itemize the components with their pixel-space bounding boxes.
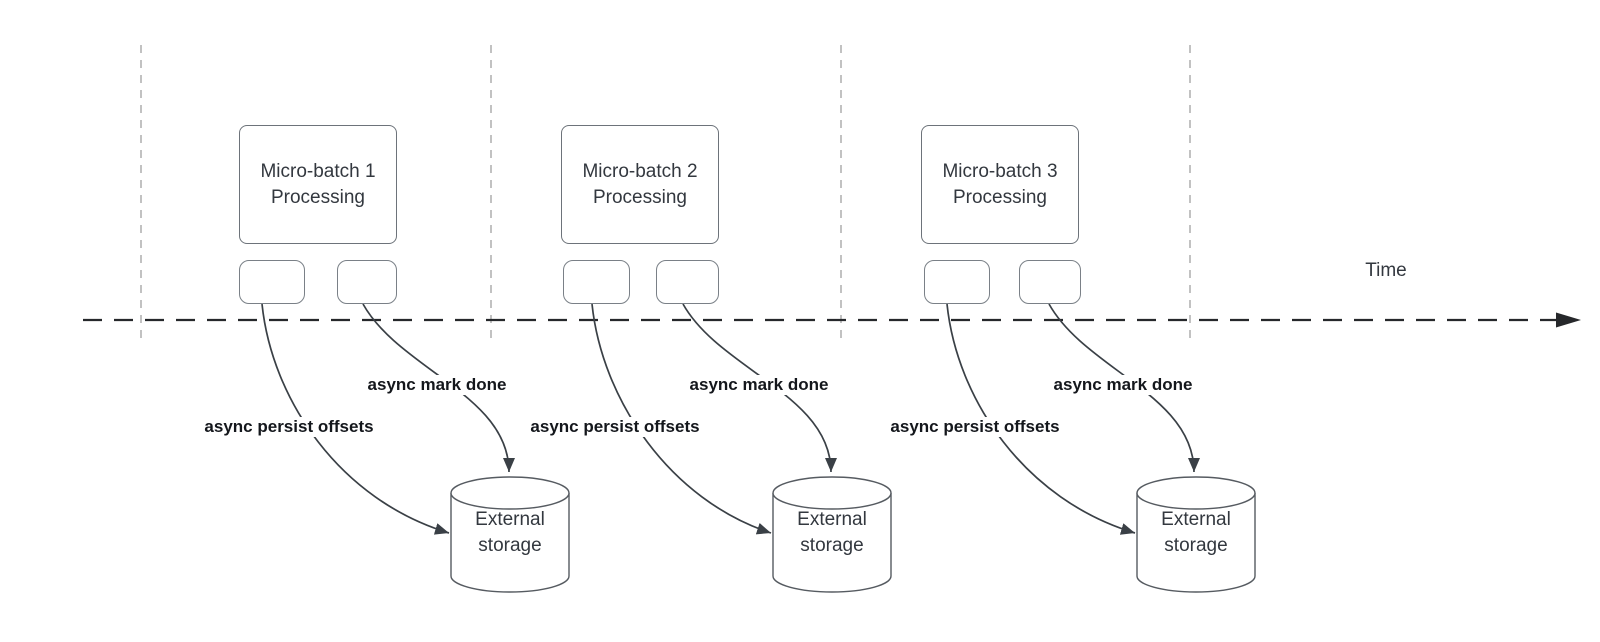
external-storage-cylinder-1 <box>450 476 570 593</box>
persist-offsets-edge-2 <box>591 303 772 535</box>
task-rect-3a <box>924 260 990 304</box>
mark-done-label-3: async mark done <box>1050 375 1196 395</box>
persist-offsets-label-1: async persist offsets <box>201 417 377 437</box>
external-storage-label-1: External storage <box>475 507 545 559</box>
task-rect-2b <box>656 260 719 304</box>
task-rect-2a <box>563 260 630 304</box>
micro-batch-1-title: Micro-batch 1 Processing <box>260 159 375 211</box>
micro-batch-3-box: Micro-batch 3 Processing <box>921 125 1079 244</box>
box-title-line1: Micro-batch 3 <box>942 160 1058 182</box>
box-title-line2: Processing <box>270 186 365 208</box>
task-rect-3b <box>1019 260 1081 304</box>
box-title-line2: Processing <box>592 186 687 208</box>
storage-line1: External <box>1161 509 1231 530</box>
box-title-line1: Micro-batch 1 <box>260 160 376 182</box>
task-rect-1a <box>239 260 305 304</box>
micro-batch-1-box: Micro-batch 1 Processing <box>239 125 397 244</box>
storage-line2: storage <box>478 535 542 556</box>
mark-done-label-1: async mark done <box>364 375 510 395</box>
storage-line1: External <box>797 509 867 530</box>
mark-done-label-2: async mark done <box>686 375 832 395</box>
micro-batch-2-title: Micro-batch 2 Processing <box>582 159 697 211</box>
persist-offsets-label-2: async persist offsets <box>527 417 703 437</box>
micro-batch-3-title: Micro-batch 3 Processing <box>942 159 1057 211</box>
external-storage-label-2: External storage <box>797 507 867 559</box>
external-storage-cylinder-3 <box>1136 476 1256 593</box>
storage-line2: storage <box>800 535 864 556</box>
task-rect-1b <box>337 260 397 304</box>
box-title-line2: Processing <box>952 186 1047 208</box>
external-storage-cylinder-2 <box>772 476 892 593</box>
micro-batch-2-box: Micro-batch 2 Processing <box>561 125 719 244</box>
external-storage-label-3: External storage <box>1161 507 1231 559</box>
storage-line2: storage <box>1164 535 1228 556</box>
persist-offsets-edge-1 <box>261 303 450 535</box>
timeline-arrowhead-icon <box>1556 312 1581 328</box>
storage-line1: External <box>475 509 545 530</box>
persist-offsets-label-3: async persist offsets <box>887 417 1063 437</box>
time-axis-label: Time <box>1365 260 1407 281</box>
box-title-line1: Micro-batch 2 <box>582 160 698 182</box>
persist-offsets-edge-3 <box>946 303 1136 535</box>
